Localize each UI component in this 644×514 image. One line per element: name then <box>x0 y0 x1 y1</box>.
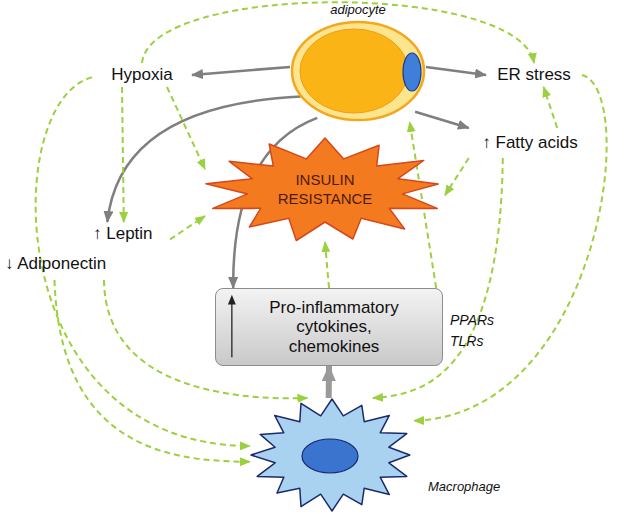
cell-label: adipocyte <box>270 3 446 18</box>
dashed-connector <box>544 87 558 128</box>
dashed-connector <box>170 216 205 239</box>
process-label: ER stress <box>486 63 582 87</box>
increase-arrow-shaft <box>231 301 232 358</box>
adipokine-label: ↓ Adiponectin <box>5 254 106 274</box>
process-label: ↑ Fatty acids <box>462 128 598 158</box>
cell-nucleus <box>403 53 421 91</box>
adipocyte-cell: adipocyte <box>290 20 426 122</box>
solid-connector <box>426 67 486 75</box>
dashed-connector <box>325 242 329 288</box>
cell-membrane <box>292 22 424 120</box>
macrophage-cell: Macrophage <box>250 398 414 512</box>
macrophage-nucleus <box>302 439 358 473</box>
process-box: Pro-inflammatory cytokines, chemokines <box>215 288 443 366</box>
dashed-connector <box>122 87 124 222</box>
macrophage-cell <box>250 398 414 512</box>
receptor-label: PPARs <box>450 312 494 328</box>
process-text: ↑ Fatty acids <box>462 128 598 158</box>
adipokine-group: ↑ Leptin ↓ Adiponectin <box>5 222 170 280</box>
adipokine-label: ↑ Leptin <box>93 224 153 244</box>
outcome-label: INSULIN RESISTANCE <box>205 138 445 242</box>
adipocyte-cell <box>290 20 426 122</box>
process-label: Hypoxia <box>92 63 192 87</box>
dashed-connector <box>414 75 607 421</box>
starburst-outline <box>206 138 438 241</box>
solid-connector <box>192 67 290 75</box>
solid-connector <box>326 366 332 398</box>
outcome-starburst: INSULIN RESISTANCE <box>205 138 445 242</box>
solid-connector <box>415 112 469 128</box>
dashed-connector <box>167 87 205 169</box>
process-text: ER stress <box>486 63 582 87</box>
process-label: Pro-inflammatory cytokines, chemokines <box>216 289 442 365</box>
increase-arrow-head <box>228 295 236 305</box>
dashed-connector <box>445 158 469 195</box>
lipid-droplet <box>300 29 408 113</box>
macrophage-membrane <box>251 399 410 511</box>
process-text: Hypoxia <box>92 63 192 87</box>
cell-label: Macrophage <box>428 480 500 495</box>
receptor-label: TLRs <box>450 333 483 349</box>
